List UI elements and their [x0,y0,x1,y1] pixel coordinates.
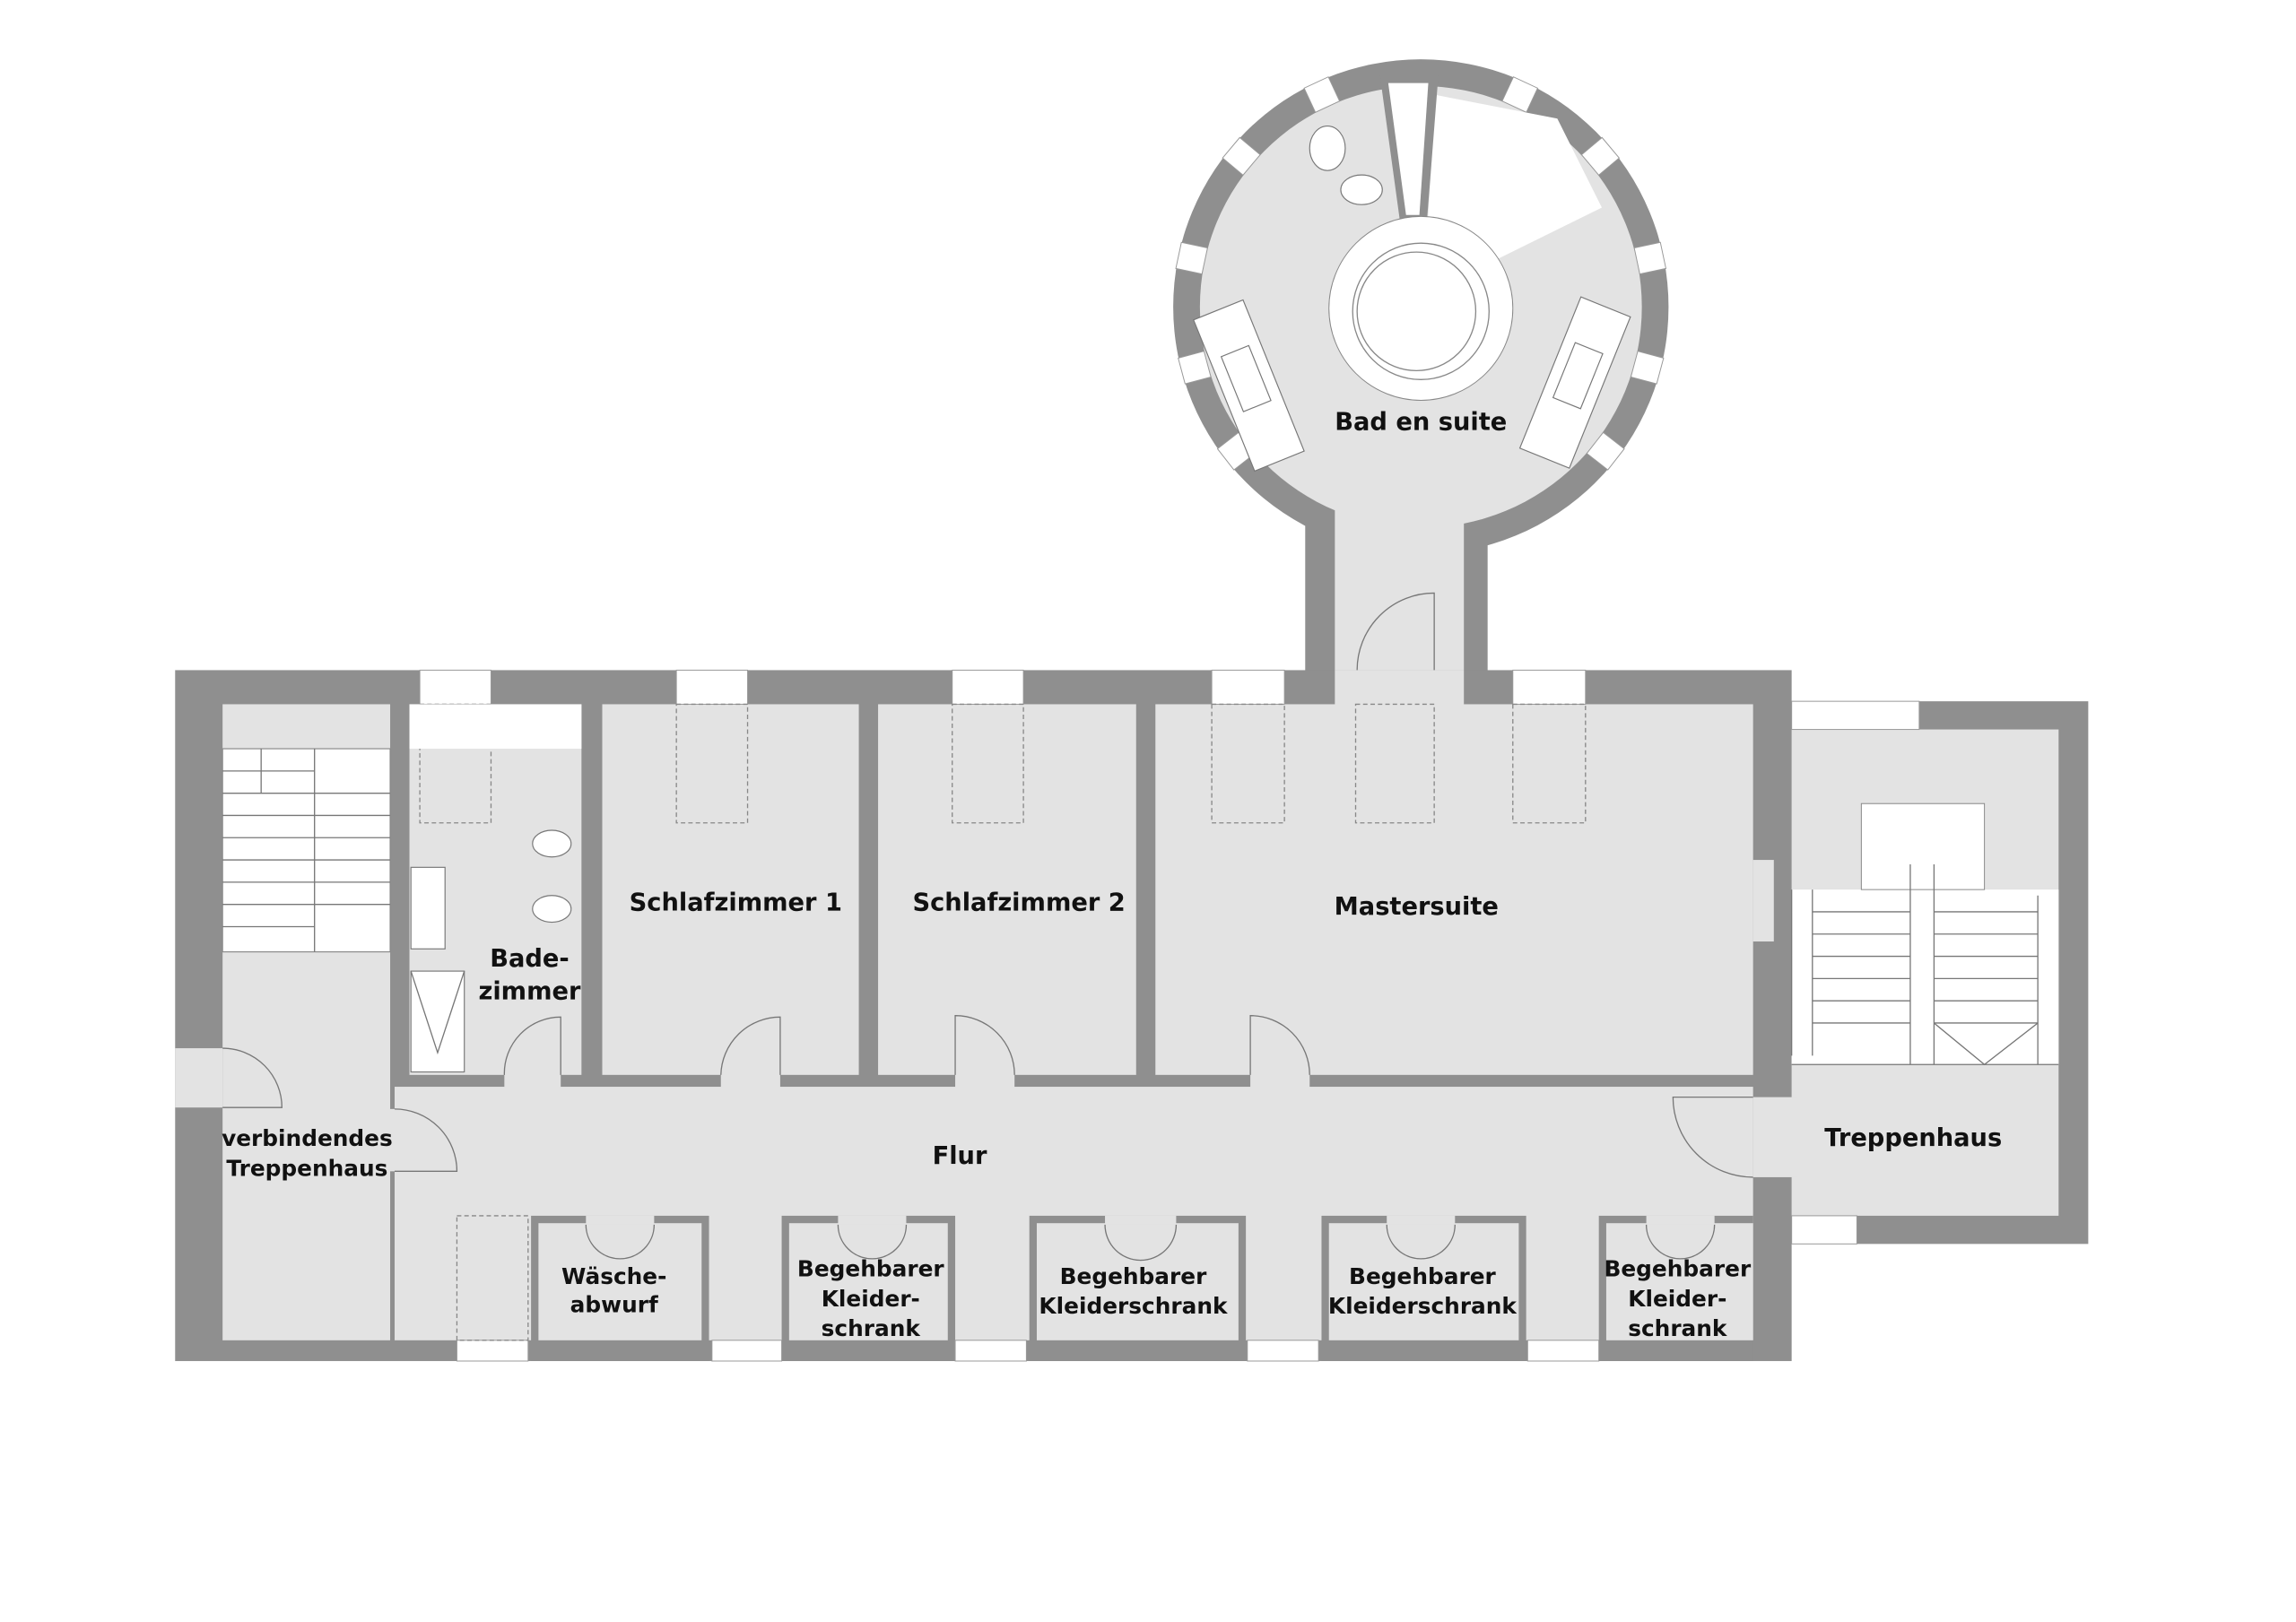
label-badezimmer-2: zimmer [478,978,581,1006]
label-verbindendes-2: Treppenhaus [226,1155,387,1181]
label-schlafzimmer-1: Schlafzimmer 1 [630,889,842,916]
label-mastersuite: Mastersuite [1335,893,1499,921]
label-treppenhaus: Treppenhaus [1824,1124,2002,1152]
label-closet-1: Begehbarer [797,1256,944,1282]
main-building [175,592,1792,1362]
label-waesche-1: Wäsche- [561,1263,666,1289]
vanity-right [1518,296,1631,469]
label-closet-4: Begehbarer [1604,1256,1751,1282]
room-label-bad-en-suite: Bad en suite [1335,409,1507,437]
closets [531,1215,1753,1361]
label-badezimmer-1: Bade- [490,945,570,973]
label-waesche-2: abwurf [570,1291,658,1317]
bidet-icon [1340,174,1383,205]
label-closet-2: Begehbarer [1060,1263,1207,1289]
label-closet-1: schrank [822,1315,921,1341]
label-closet-3: Begehbarer [1349,1263,1496,1289]
tower-bathroom: Bad en suite [1173,59,1669,712]
stairwell-right [1752,700,2089,1245]
door-swings [222,592,1753,1262]
toilet-icon [532,829,572,858]
label-schlafzimmer-2: Schlafzimmer 2 [913,889,1126,916]
label-closet-4: Kleider- [1628,1286,1726,1312]
room-bedroom-2 [878,704,1136,1075]
room-bedroom-1 [602,704,859,1075]
label-closet-1: Kleider- [822,1286,920,1312]
room-mastersuite [1155,704,1753,1075]
stairs-left [222,748,391,953]
label-closet-3: Kleiderschrank [1328,1293,1518,1319]
tower-windows [1175,76,1667,471]
label-flur: Flur [933,1142,987,1170]
toilet-icon [1309,125,1346,171]
label-verbindendes-1: verbindendes [222,1125,393,1151]
room-labels: Bade- zimmer Schlafzimmer 1 Schlafzimmer… [222,889,2002,1341]
bidet-icon [532,895,572,924]
label-closet-4: schrank [1628,1315,1727,1341]
shower-tray [410,970,465,1073]
shower-area [1426,94,1602,265]
vanity-left [1193,299,1305,473]
label-closet-2: Kleiderschrank [1039,1293,1228,1319]
windows [419,669,1600,1362]
bathroom-sink [410,866,446,950]
